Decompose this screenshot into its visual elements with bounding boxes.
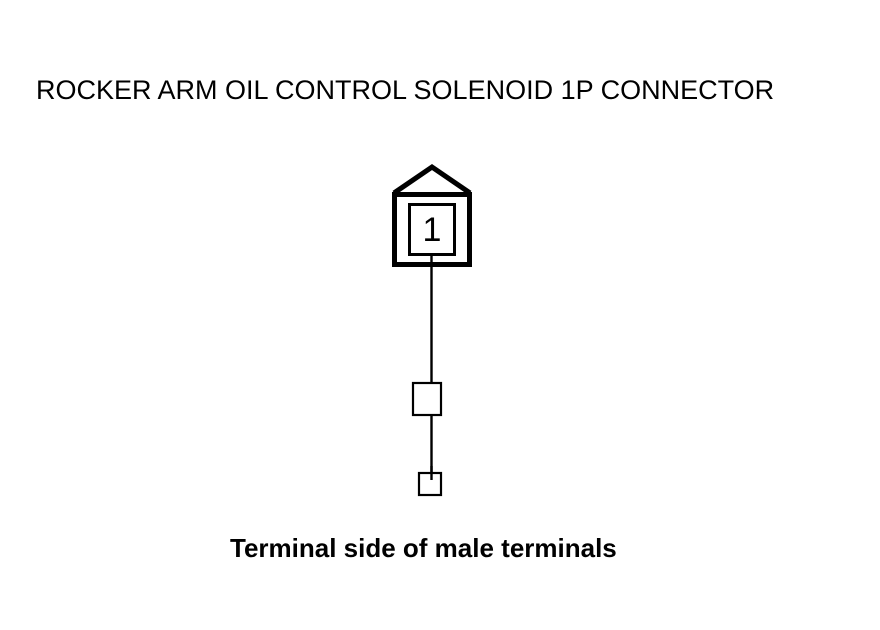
connector-inner-box <box>408 203 456 256</box>
pin-1-number: 1 <box>422 211 442 249</box>
diagram-title: ROCKER ARM OIL CONTROL SOLENOID 1P CONNE… <box>36 75 775 105</box>
terminal-large-square <box>411 381 443 417</box>
terminal-small-square <box>417 471 443 497</box>
connector-roof-icon <box>392 163 472 196</box>
diagram-caption: Terminal side of male terminals <box>230 533 617 563</box>
